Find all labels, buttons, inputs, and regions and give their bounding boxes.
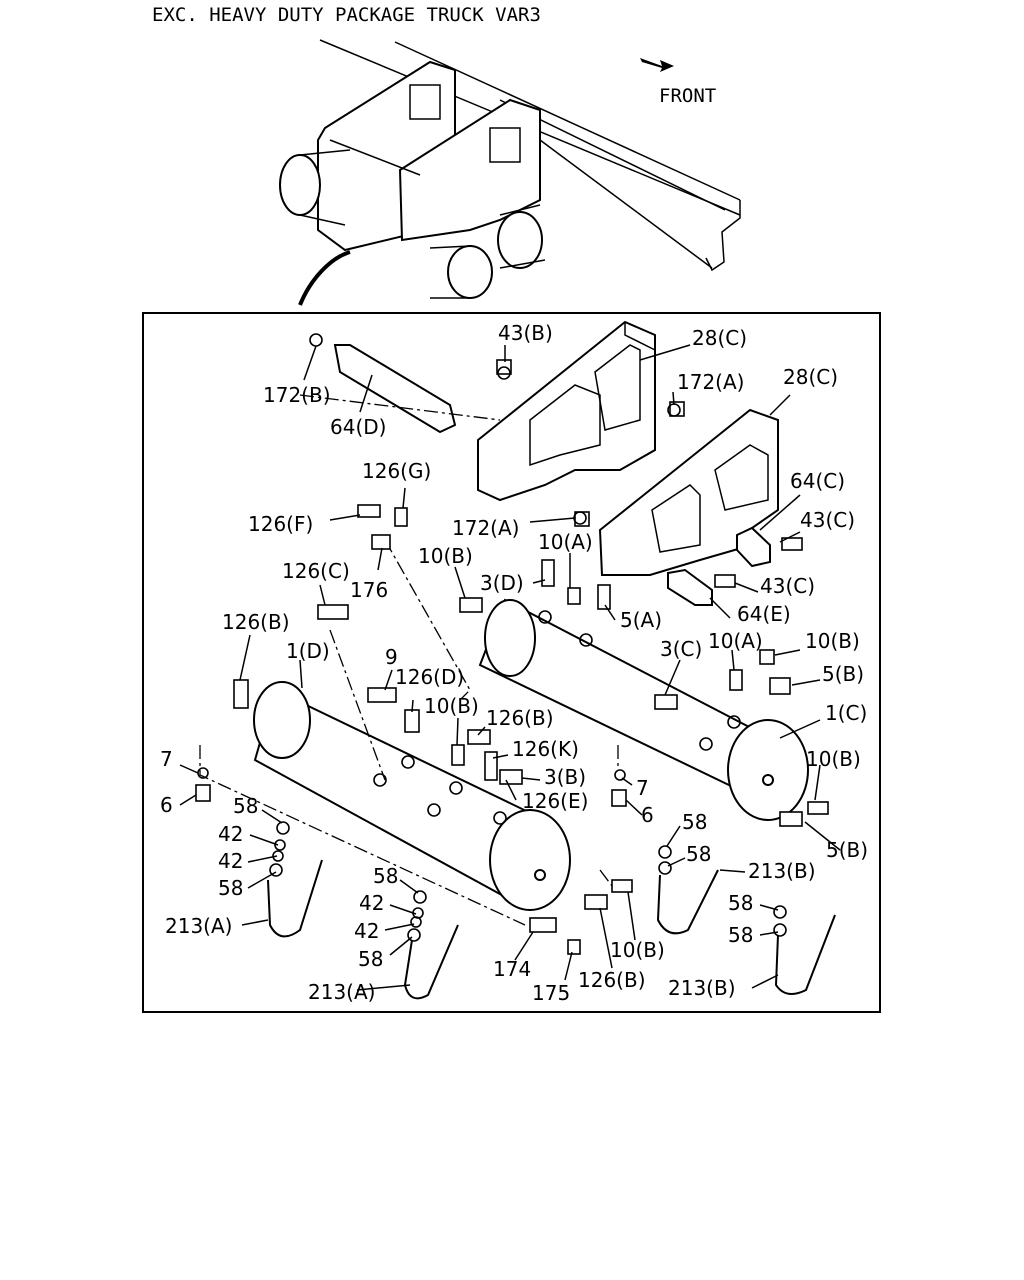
callout-10b-bottom: 10(B) xyxy=(610,938,665,962)
callout-1d: 1(D) xyxy=(286,639,330,663)
callout-42-c2: 42 xyxy=(354,919,379,943)
callout-213a-left: 213(A) xyxy=(165,914,232,938)
callout-58-b2: 58 xyxy=(686,842,711,866)
callout-64e: 64(E) xyxy=(737,602,791,626)
detail-frame xyxy=(142,312,881,1013)
callout-43c-right: 43(C) xyxy=(800,508,855,532)
callout-58-a1: 58 xyxy=(233,794,258,818)
callout-6-left: 6 xyxy=(160,793,173,817)
callout-64c: 64(C) xyxy=(790,469,845,493)
detail-illustration xyxy=(179,320,841,1000)
callout-176: 176 xyxy=(350,578,388,602)
callout-6-right: 6 xyxy=(641,803,654,827)
callout-3d: 3(D) xyxy=(480,571,524,595)
front-label: FRONT xyxy=(659,85,716,107)
callout-3b: 3(B) xyxy=(544,765,586,789)
callout-9: 9 xyxy=(385,645,398,669)
callout-58-b1: 58 xyxy=(682,810,707,834)
callout-172b: 172(B) xyxy=(263,383,331,407)
callout-172a-mid: 172(A) xyxy=(452,516,519,540)
callout-126b-mid: 126(B) xyxy=(486,706,554,730)
callout-10a-top: 10(A) xyxy=(538,530,593,554)
overview-illustration xyxy=(279,39,741,306)
diagram-title: EXC. HEAVY DUTY PACKAGE TRUCK VAR3 xyxy=(152,4,541,26)
callout-58-c1: 58 xyxy=(373,864,398,888)
callout-58-a2: 58 xyxy=(218,876,243,900)
callout-58-d2: 58 xyxy=(728,923,753,947)
callout-213a-lower: 213(A) xyxy=(308,980,375,1004)
callout-10b-right: 10(B) xyxy=(806,747,861,771)
callout-3c: 3(C) xyxy=(660,637,702,661)
callout-10a-right: 10(A) xyxy=(708,629,763,653)
callout-126g: 126(G) xyxy=(362,459,431,483)
callout-126f: 126(F) xyxy=(248,512,313,536)
callout-175: 175 xyxy=(532,981,570,1005)
callout-5b-lower: 5(B) xyxy=(826,838,868,862)
callout-10b-mid: 10(B) xyxy=(424,694,479,718)
callout-126e: 126(E) xyxy=(522,789,588,813)
callout-58-d1: 58 xyxy=(728,891,753,915)
callout-64d: 64(D) xyxy=(330,415,386,439)
callout-42-c1: 42 xyxy=(359,891,384,915)
callout-172a-top: 172(A) xyxy=(677,370,744,394)
callout-126b-bottom: 126(B) xyxy=(578,968,646,992)
callout-43c-lower: 43(C) xyxy=(760,574,815,598)
callout-10b-top: 10(B) xyxy=(418,544,473,568)
callout-126c: 126(C) xyxy=(282,559,350,583)
callout-28c-right: 28(C) xyxy=(783,365,838,389)
callout-174: 174 xyxy=(493,957,531,981)
callout-42-a1: 42 xyxy=(218,822,243,846)
callout-126d: 126(D) xyxy=(395,665,464,689)
callout-213b-upper: 213(B) xyxy=(748,859,816,883)
callout-213b-lower: 213(B) xyxy=(668,976,736,1000)
callout-7-left: 7 xyxy=(160,747,173,771)
callout-1c: 1(C) xyxy=(825,701,867,725)
callout-28c-left: 28(C) xyxy=(692,326,747,350)
front-arrow-icon xyxy=(640,58,674,72)
callout-5b-upper: 5(B) xyxy=(822,662,864,686)
callout-43b: 43(B) xyxy=(498,321,553,345)
callout-58-c2: 58 xyxy=(358,947,383,971)
callout-10b-right-top: 10(B) xyxy=(805,629,860,653)
callout-126b-left: 126(B) xyxy=(222,610,290,634)
callout-5a: 5(A) xyxy=(620,608,662,632)
callout-7-right: 7 xyxy=(636,776,649,800)
callout-126k: 126(K) xyxy=(512,737,579,761)
callout-42-a2: 42 xyxy=(218,849,243,873)
